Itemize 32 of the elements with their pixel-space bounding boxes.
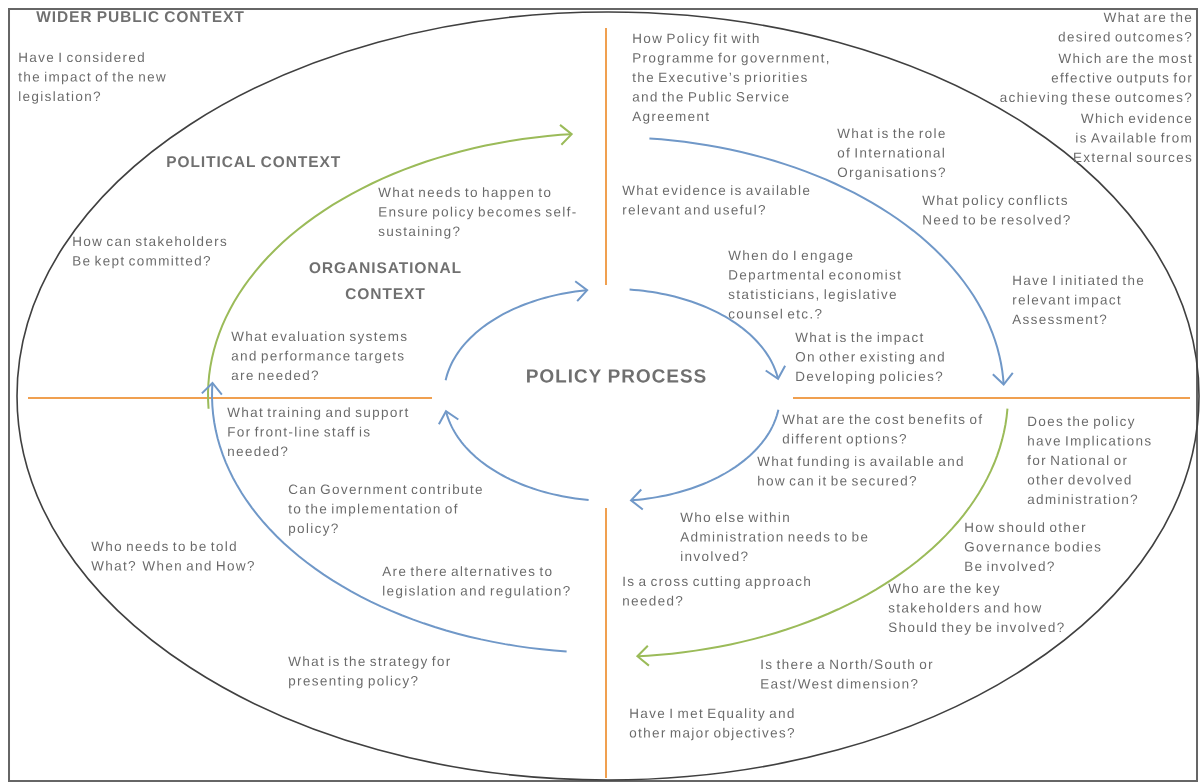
- question-text: Who needs to be told What? When and How?: [91, 541, 254, 571]
- question-text: Who are the key stakeholders and how Should they be involved?: [888, 583, 1064, 635]
- question-text: Have I considered the impact of the new legislation?: [18, 52, 166, 104]
- question-text: What is the impact On other existing and Developing policies?: [795, 332, 944, 384]
- question-text: What is the role of International Organisations?: [837, 128, 946, 180]
- question-text: Are there alternatives to legislation and regulation?: [382, 566, 570, 599]
- question-text: Which evidence is Available from External sources: [1074, 113, 1192, 163]
- question-text: Which are the most effective outputs for achieving these outcomes?: [1000, 53, 1192, 105]
- section-heading: ORGANISATIONAL CONTEXT: [309, 262, 461, 300]
- question-text: Is there a North/South or East/West dimension?: [761, 659, 933, 689]
- section-heading: WIDER PUBLIC CONTEXT: [36, 11, 244, 23]
- question-text: Can Government contribute to the implementation of policy?: [288, 484, 482, 536]
- question-text: How can stakeholders Be kept committed?: [73, 236, 227, 269]
- question-text: What evidence is available relevant and useful?: [622, 185, 810, 215]
- question-text: What are the cost benefits of different options?: [782, 414, 983, 447]
- question-text: How Policy fit with Programme for government, the Executive’s priorities and the Public Service Agreement: [632, 33, 829, 124]
- question-text: What training and support For front-line staff is needed?: [227, 407, 409, 457]
- section-heading: POLITICAL CONTEXT: [167, 156, 341, 168]
- question-text: Have I met Equality and other major objectives?: [629, 708, 795, 741]
- center-heading: POLICY PROCESS: [527, 369, 706, 383]
- question-text: What policy conflicts Need to be resolved?: [922, 195, 1070, 225]
- question-text: How should other Governance bodies Be involved?: [964, 522, 1101, 572]
- question-text: What evaluation systems and performance targets are needed?: [231, 331, 407, 381]
- question-text: What needs to happen to Ensure policy becomes self-sustaining?: [378, 187, 576, 239]
- question-text: Is a cross cutting approach needed?: [623, 576, 810, 606]
- question-text: Who else within Administration needs to be involved?: [680, 512, 868, 562]
- question-text: What funding is available and how can it be secured?: [757, 456, 963, 486]
- question-text: Have I initiated the relevant impact Assessment?: [1012, 275, 1144, 325]
- question-text: When do I engage Departmental economist statisticians, legislative counsel etc.?: [728, 250, 901, 319]
- question-text: What is the strategy for presenting policy?: [288, 656, 450, 689]
- question-text: What are the desired outcomes?: [1058, 12, 1192, 42]
- question-text: Does the policy have Implications for National or other devolved administration?: [1027, 416, 1151, 505]
